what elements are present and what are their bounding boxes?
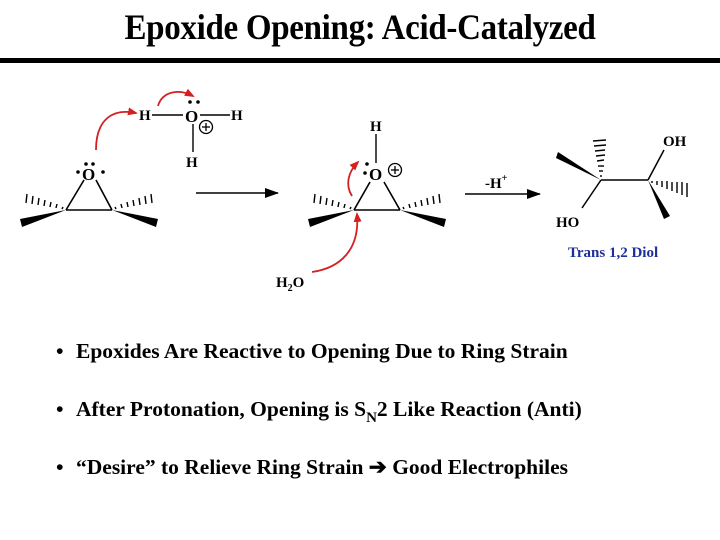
product-label: Trans 1,2 Diol [568, 245, 658, 261]
bullet-list: • Epoxides Are Reactive to Opening Due t… [56, 336, 582, 510]
svg-text:O: O [185, 107, 198, 126]
protonated-epoxide: O H [308, 119, 446, 227]
hydronium-ion: H O H H [139, 100, 243, 171]
page-title: Epoxide Opening: Acid-Catalyzed [124, 8, 596, 48]
hash-bond-right [114, 193, 153, 210]
svg-text:H: H [186, 155, 198, 171]
curved-arrow-bond-to-o [157, 88, 195, 107]
svg-text:H: H [139, 108, 151, 124]
curved-arrow-o-to-h [95, 107, 138, 151]
lone-pair-dots [76, 162, 105, 174]
curved-arrow-water-attack [311, 212, 362, 273]
wedge-bond-right [112, 210, 158, 227]
epoxide-oxygen: O [82, 165, 95, 184]
bullet-icon: • [56, 339, 64, 363]
trans-diol-molecule: HO OH [556, 134, 688, 231]
positive-charge-icon [387, 162, 403, 178]
water-nucleophile: H2O [276, 275, 304, 294]
epoxide-molecule: O [20, 162, 158, 227]
svg-text:OH: OH [663, 134, 687, 150]
mechanism-diagram: O H O [20, 88, 688, 294]
title-divider [0, 58, 720, 63]
curved-arrow-bond-to-oxygen [347, 160, 360, 197]
wedge-bond-left [20, 210, 66, 227]
svg-text:O: O [369, 165, 382, 184]
hash-bond-left [25, 193, 64, 210]
right-arrow-icon: ➔ [368, 455, 387, 479]
deprotonation-label: -H+ [485, 173, 508, 192]
bullet-item: • After Protonation, Opening is SN2 Like… [56, 394, 582, 452]
svg-text:H: H [231, 108, 243, 124]
svg-text:H: H [370, 119, 382, 135]
bullet-item: • “Desire” to Relieve Ring Strain ➔ Good… [56, 452, 582, 510]
positive-charge-icon [198, 119, 214, 135]
bullet-icon: • [56, 455, 64, 479]
bullet-item: • Epoxides Are Reactive to Opening Due t… [56, 336, 582, 394]
svg-text:HO: HO [556, 215, 579, 231]
bullet-icon: • [56, 397, 64, 421]
